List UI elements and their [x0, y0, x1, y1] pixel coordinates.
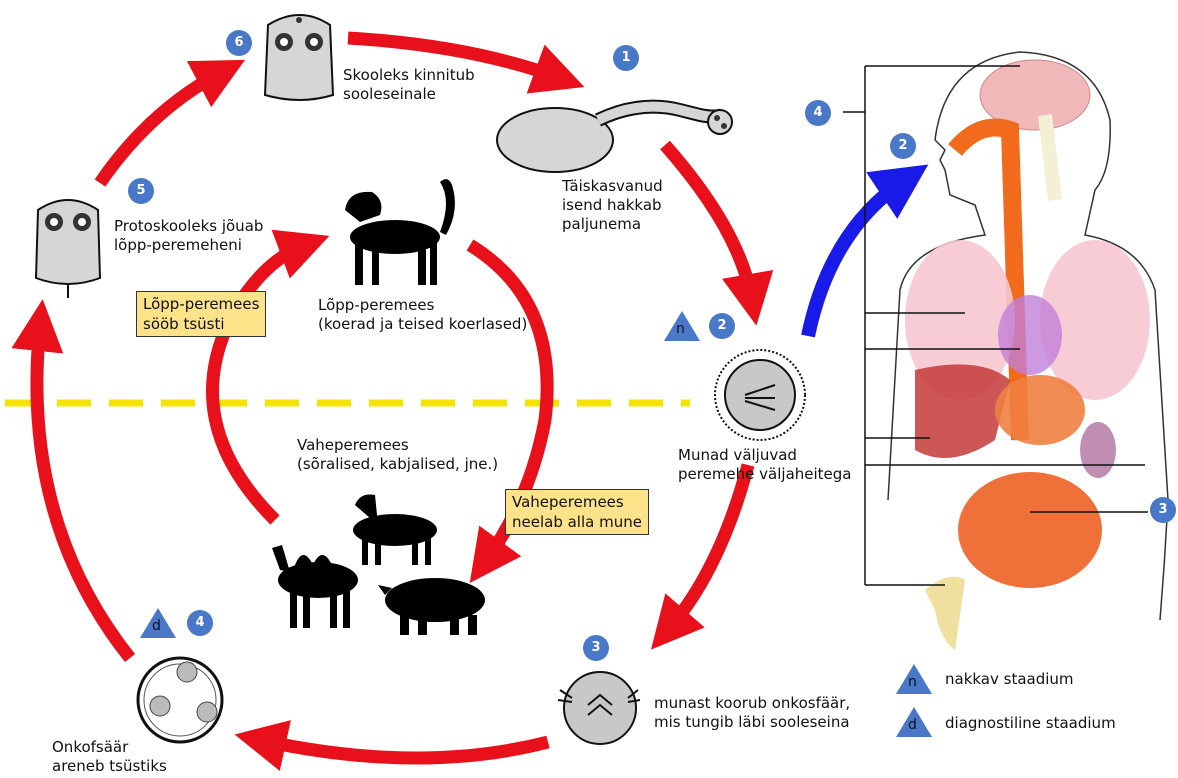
arrow-2-to-3	[668, 465, 748, 630]
goat-silhouette	[353, 494, 437, 565]
legend-n-text: n	[908, 674, 917, 690]
stage-2-label: Munad väljuvad peremehe väljaheitega	[678, 446, 851, 484]
diagnostic-stage-marker: d	[140, 608, 176, 638]
stage-badge-4: 4	[187, 610, 213, 636]
legend-diagnostic-label: diagnostiline staadium	[945, 714, 1116, 733]
intermediate-host-eats-box: Vaheperemees neelab alla mune	[505, 489, 649, 535]
human-badge-2: 2	[890, 133, 916, 159]
dog-silhouette	[345, 179, 455, 285]
human-badge-4: 4	[805, 100, 831, 126]
scolex-attached-icon	[265, 15, 333, 100]
stage-5-label: Protoskooleks jõuab lõpp-peremeheni	[114, 217, 263, 255]
intermediate-host-label: Vaheperemees (sõralised, kabjalised, jne…	[297, 436, 498, 474]
infective-marker-text: n	[676, 321, 685, 337]
stage-6-label: Skooleks kinnitub sooleseinale	[343, 66, 475, 104]
legend-diagnostic-triangle: d	[896, 707, 932, 737]
legend-d-text: d	[908, 717, 917, 733]
oncosphere-icon	[558, 672, 640, 744]
arrow-1-to-2	[665, 145, 752, 300]
pelvis-bone	[925, 577, 965, 650]
stage-badge-5: 5	[128, 178, 154, 204]
legend-infective-triangle: n	[896, 664, 932, 694]
egg-icon	[715, 350, 805, 440]
stage-1-label: Täiskasvanud isend hakkab paljunema	[562, 177, 663, 234]
pig-silhouette	[378, 578, 485, 635]
hydatid-cyst-icon	[138, 658, 222, 742]
arrow-4-to-5	[37, 325, 130, 658]
stage-badge-1: 1	[613, 45, 639, 71]
stage-badge-3: 3	[583, 635, 609, 661]
legend-infective-label: nakkav staadium	[945, 670, 1074, 689]
arrow-5-to-6	[100, 72, 222, 183]
diagnostic-marker-text: d	[152, 618, 161, 634]
protoscolex-icon	[36, 200, 100, 298]
spleen	[1080, 422, 1116, 478]
camel-silhouette	[272, 545, 358, 628]
stomach	[995, 375, 1085, 445]
human-badge-3: 3	[1150, 497, 1176, 523]
spinal-cord	[1045, 115, 1055, 200]
stage-badge-6: 6	[226, 30, 252, 56]
arrow-intermediate-to-definitive	[213, 245, 306, 520]
stage-badge-2: 2	[709, 313, 735, 339]
adult-worm-icon	[497, 107, 732, 172]
stage-3-label: munast koorub onkosfäär, mis tungib läbi…	[654, 694, 850, 732]
infective-stage-marker: n	[664, 311, 700, 341]
heart	[998, 295, 1062, 375]
definitive-host-eats-box: Lõpp-peremees sööb tsüsti	[136, 291, 266, 337]
arrow-3-to-4	[260, 740, 548, 758]
definitive-host-label: Lõpp-peremees (koerad ja teised koerlase…	[318, 296, 527, 334]
stage-4-label: Onkofsäär areneb tsüstiks	[52, 738, 167, 776]
intestines	[958, 472, 1102, 588]
